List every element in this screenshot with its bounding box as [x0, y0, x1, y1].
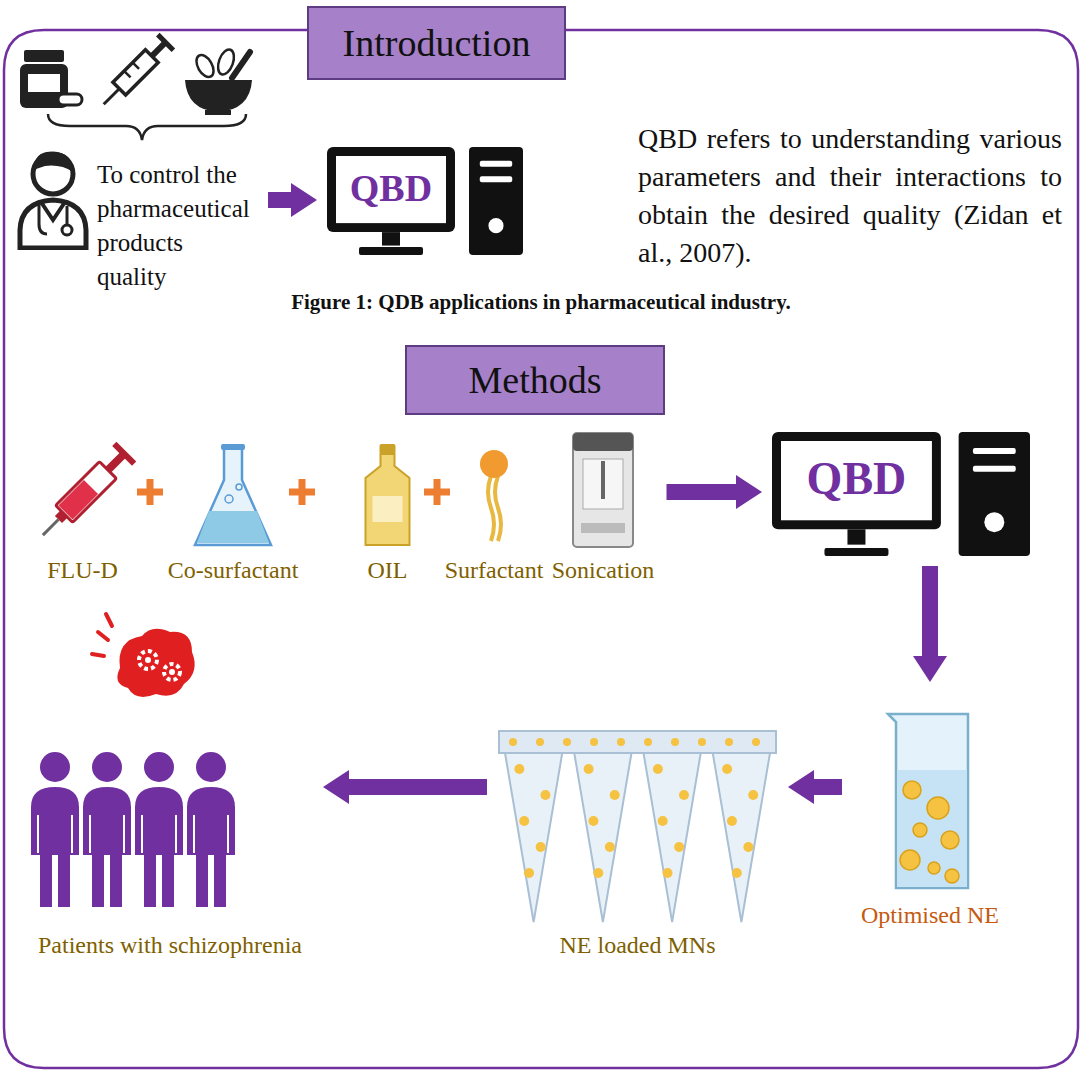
node-label: Surfactant [445, 555, 544, 585]
doctor-box: To control the pharmaceutical products q… [15, 140, 260, 294]
node-label: OIL [368, 555, 408, 585]
ingredient-icon: Surfactant [441, 440, 548, 585]
grouping-brace [48, 114, 246, 140]
screen-label: QBD [325, 145, 457, 230]
qbd-computer: QBD [770, 430, 1032, 558]
flow-arrow [349, 779, 487, 795]
flow-arrow [667, 484, 737, 500]
product-icon: Optimised NE [850, 690, 1010, 930]
section-header: Introduction [307, 6, 566, 80]
section-title: Introduction [343, 21, 531, 65]
ingredient-icon: OIL [350, 440, 425, 585]
node-label: To control the pharmaceutical products q… [97, 158, 257, 294]
beaker-icon [850, 690, 1010, 896]
qbd-computer: QBD [325, 145, 525, 257]
people-icon [25, 725, 315, 926]
ingredient-icon: FLU-D [25, 440, 140, 585]
surf-icon [442, 440, 546, 551]
product-icon: NE loaded MNs [495, 725, 780, 960]
sonic-icon [548, 425, 658, 551]
flow-arrow [814, 779, 842, 795]
syringe-icon [96, 33, 175, 112]
node-label: Sonication [552, 555, 655, 585]
patient-icon: Patients with schizophrenia [25, 725, 315, 960]
process-icon: Sonication [548, 425, 659, 585]
mortar-icon [185, 47, 252, 115]
brain-icon [92, 614, 195, 697]
section-title: Methods [469, 358, 602, 402]
node-label: NE loaded MNs [560, 930, 716, 960]
node-label: FLU-D [47, 555, 118, 585]
ingredient-icon: Co-surfactant [164, 440, 303, 585]
node-label: Optimised NE [861, 900, 999, 930]
node-label: Patients with schizophrenia [38, 930, 302, 960]
flow-arrow [922, 566, 938, 656]
section-header: Methods [405, 345, 665, 415]
figure-caption: Figure 1: QDB applications in pharmaceut… [0, 290, 1082, 315]
syringe-icon [25, 440, 140, 551]
flow-arrow [268, 192, 291, 208]
screen-label: QBD [770, 430, 943, 527]
flask-icon [168, 440, 298, 551]
definition-note: QBD refers to understanding various para… [638, 120, 1062, 272]
doctor-icon [15, 140, 91, 250]
mn-icon [495, 725, 780, 926]
pill-bottle-icon [20, 50, 82, 108]
node-label: Co-surfactant [168, 555, 299, 585]
frame-border [4, 30, 1078, 1068]
oil-icon [350, 440, 425, 551]
